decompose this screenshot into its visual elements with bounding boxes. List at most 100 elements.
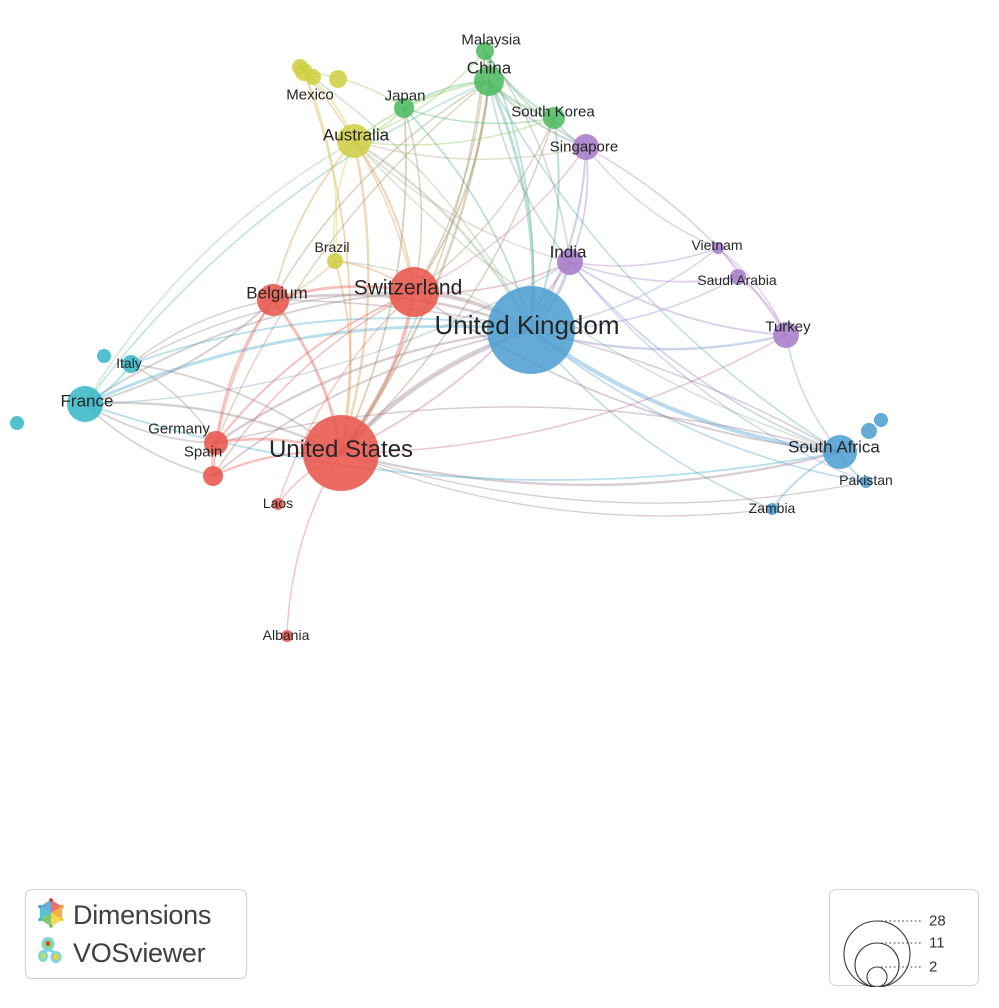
legend-value-11: 11 [929,934,945,952]
network-node-united-kingdom[interactable] [487,286,575,374]
network-edge [84,299,274,405]
network-edge [212,329,532,477]
network-node-mexico[interactable] [295,63,313,81]
network-edge [569,261,739,283]
network-node-switzerland[interactable] [389,267,439,317]
network-edge [569,261,841,453]
network-edge [214,328,533,445]
network-node-singapore[interactable] [573,134,599,160]
dimensions-logo-icon [36,897,66,933]
network-node-france[interactable] [67,386,103,422]
network-edge [488,80,571,263]
network-node-saudi-arabia[interactable] [730,269,746,285]
network-edge [339,79,491,455]
network-node-vietnam[interactable] [712,242,724,254]
network-node-pakistan[interactable] [860,476,872,488]
network-edge [83,324,533,406]
network-node-unlabeled[interactable] [10,416,24,430]
network-edge [585,146,787,336]
network-edge [340,334,787,454]
network-node-united-states[interactable] [303,415,379,491]
network-edge [303,71,352,454]
network-node-unlabeled[interactable] [861,423,877,439]
network-edge [569,247,719,267]
network-node-japan[interactable] [394,98,414,118]
network-edge [413,291,841,453]
network-edge [353,140,841,453]
network-node-malaysia[interactable] [476,42,494,60]
brand-label-dimensions: Dimensions [73,899,212,930]
size-legend-circles [843,920,922,987]
brand-label-vosviewer: VOSviewer [73,937,206,968]
network-edge [272,80,490,301]
network-edge [339,450,842,487]
legend-circle-large [843,920,911,987]
legend-value-2: 2 [929,958,938,976]
network-edge [303,71,338,262]
network-edge [340,117,555,454]
network-node-unlabeled[interactable] [329,70,347,88]
network-edge [412,79,491,294]
network-edge [84,403,841,481]
network-edge [130,317,532,365]
network-edge [277,291,415,505]
network-node-laos[interactable] [272,498,284,510]
network-edge [717,247,787,336]
network-edge [215,299,274,444]
network-edge [569,261,787,336]
legend-value-28: 28 [929,912,946,930]
network-edge [84,291,415,405]
network-node-india[interactable] [557,249,583,275]
network-edge [340,452,773,517]
network-node-zambia[interactable] [766,503,778,515]
network-edge [569,261,867,483]
network-node-china[interactable] [474,66,504,96]
edge-layer [83,49,867,637]
network-edge [403,107,555,125]
network-node-brazil[interactable] [327,253,343,269]
network-edge [303,71,532,331]
network-node-italy[interactable] [122,355,140,373]
network-node-unlabeled[interactable] [874,413,888,427]
network-node-turkey[interactable] [773,322,799,348]
network-edge [212,291,415,477]
network-edge [353,50,486,142]
network-edge [272,140,355,301]
network-edge [84,80,490,405]
network-edge [215,406,841,453]
network-edge [413,146,587,293]
network-node-unlabeled[interactable] [97,349,111,363]
network-edge [413,117,555,293]
vosviewer-logo-icon [36,936,66,971]
network-edge [84,140,355,405]
network-node-germany[interactable] [204,431,228,455]
network-edge [130,363,217,444]
legend-circle-medium [854,942,900,987]
network-edge [488,80,841,453]
network-edge [353,140,571,263]
size-legend: 28 11 2 [829,889,979,987]
network-node-australia[interactable] [337,124,371,158]
legend-circle-small [866,966,888,987]
network-edge [340,452,867,504]
network-edge [353,117,555,146]
network-edge [484,50,587,148]
network-edge [130,299,274,365]
network-edge [585,146,719,249]
network-node-albania[interactable] [281,630,293,642]
network-node-belgium[interactable] [257,284,289,316]
brand-row-dimensions: Dimensions [36,896,246,934]
network-edge [215,80,490,444]
node-layer [10,42,888,642]
network-edge [215,291,415,444]
network-edge [339,139,370,455]
network-edge [352,79,491,143]
network-edge [530,329,867,483]
brand-panel: Dimensions VOSviewer [25,889,247,979]
network-node-spain[interactable] [203,466,223,486]
network-edge [303,71,415,293]
brand-row-vosviewer: VOSviewer [36,934,246,972]
network-node-south-africa[interactable] [823,435,857,469]
network-node-south-korea[interactable] [543,107,565,129]
